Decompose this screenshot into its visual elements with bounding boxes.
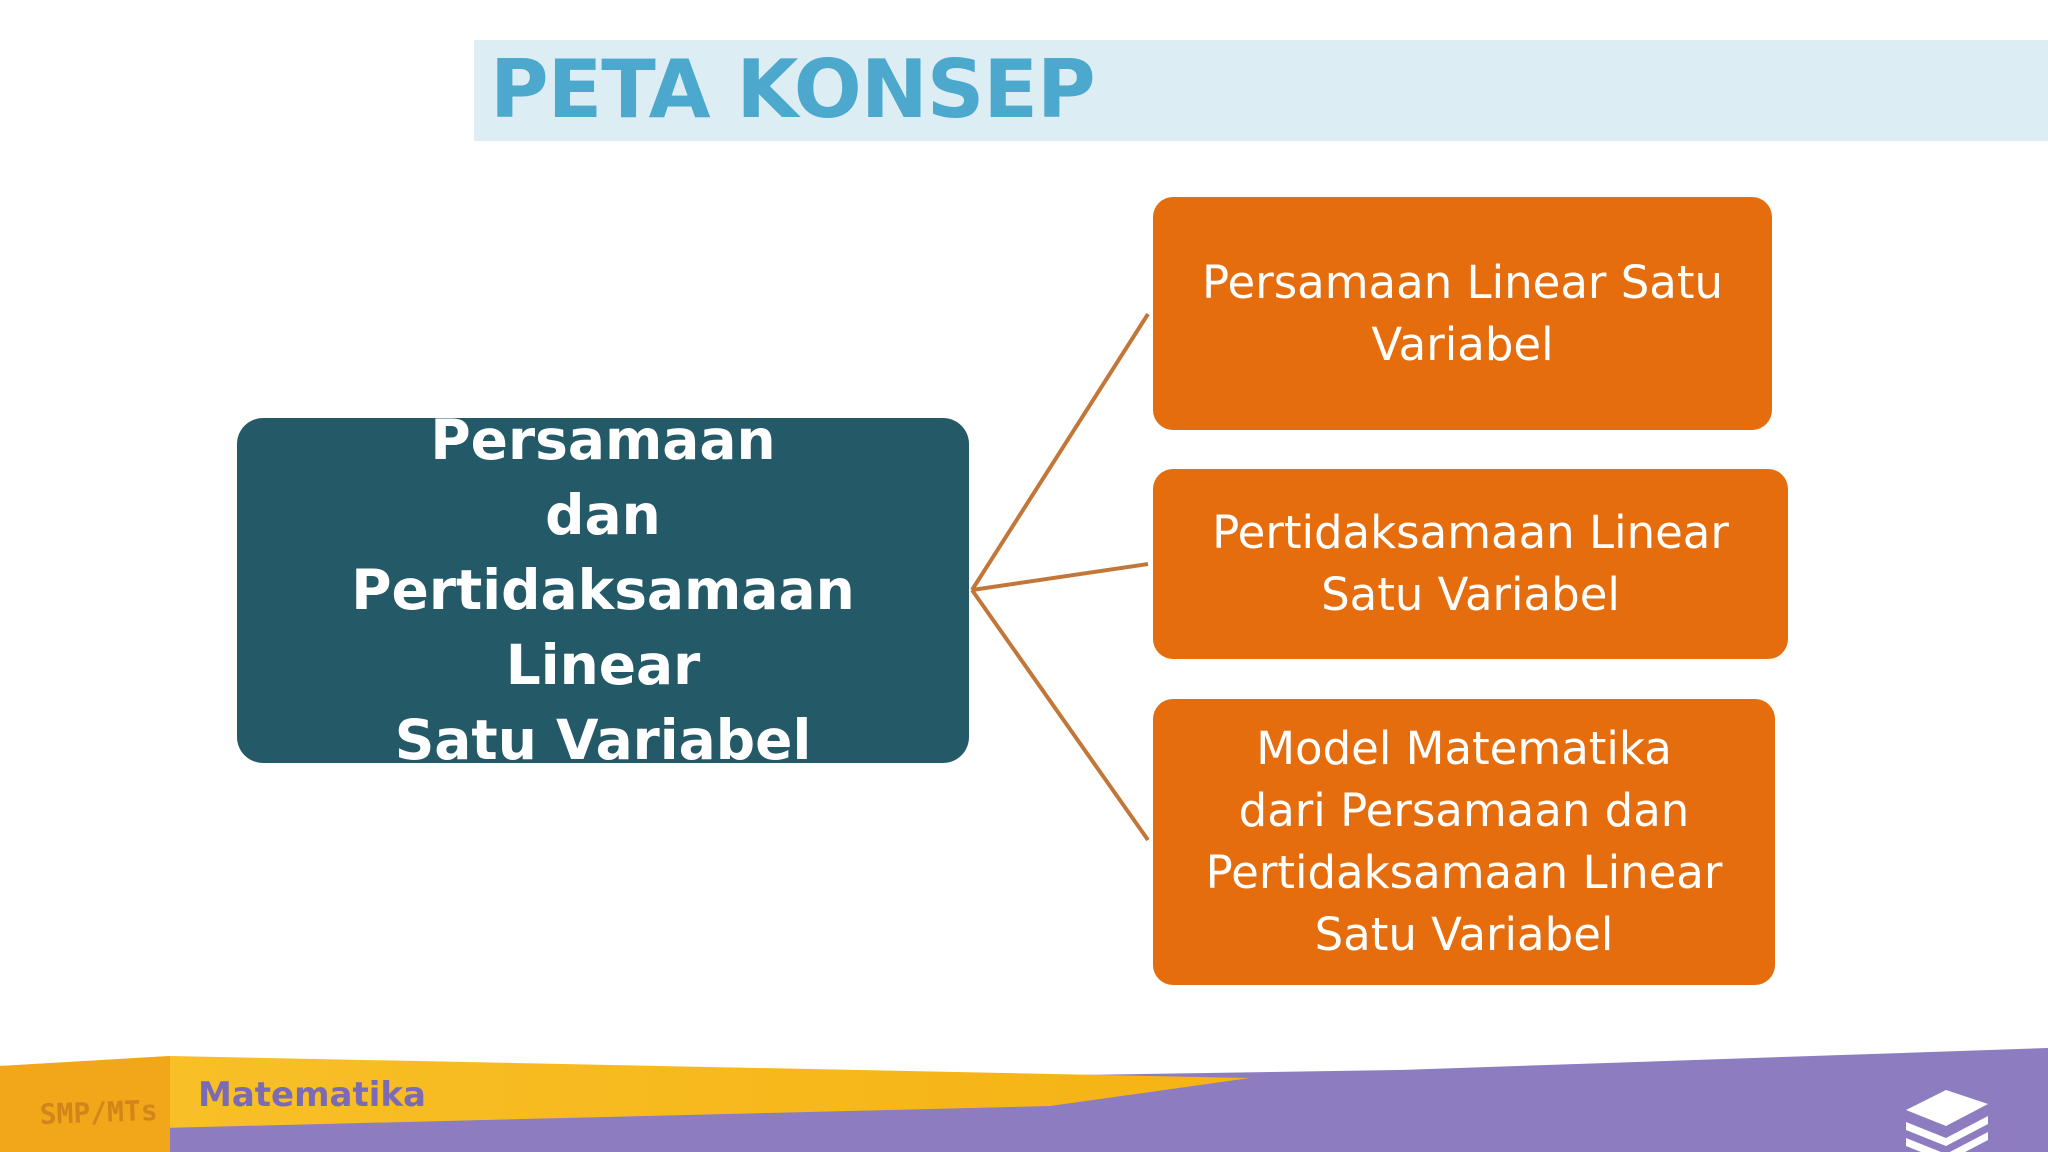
connector-line-3 [970,588,1150,842]
branch-box-2: Pertidaksamaan Linear Satu Variabel [1153,469,1788,659]
footer-level-tab [0,1056,170,1152]
branch-box-1: Persamaan Linear Satu Variabel [1153,197,1772,430]
slide-title: PETA KONSEP [490,43,1096,136]
footer-banner: SMP/MTs Matematika [0,1048,2048,1152]
footer-level-label: SMP/MTs [39,1094,158,1131]
branch-label-3: Model Matematika dari Persamaan dan Pert… [1205,722,1723,961]
title-band [474,40,2048,141]
book-stack-icon [1906,1090,1988,1152]
branch-box-3: Model Matematika dari Persamaan dan Pert… [1153,699,1775,985]
connector-line-1 [970,312,1150,592]
connector-line-2 [971,562,1149,592]
branch-label-1: Persamaan Linear Satu Variabel [1201,255,1723,371]
central-concept-box: Persamaan dan Pertidaksamaan Linear Satu… [237,408,969,772]
central-concept-label: Persamaan dan Pertidaksamaan Linear Satu… [351,408,855,772]
footer-yellow-band [0,1056,1250,1132]
footer-subject-label: Matematika [198,1075,426,1115]
branch-label-2: Pertidaksamaan Linear Satu Variabel [1212,506,1729,621]
